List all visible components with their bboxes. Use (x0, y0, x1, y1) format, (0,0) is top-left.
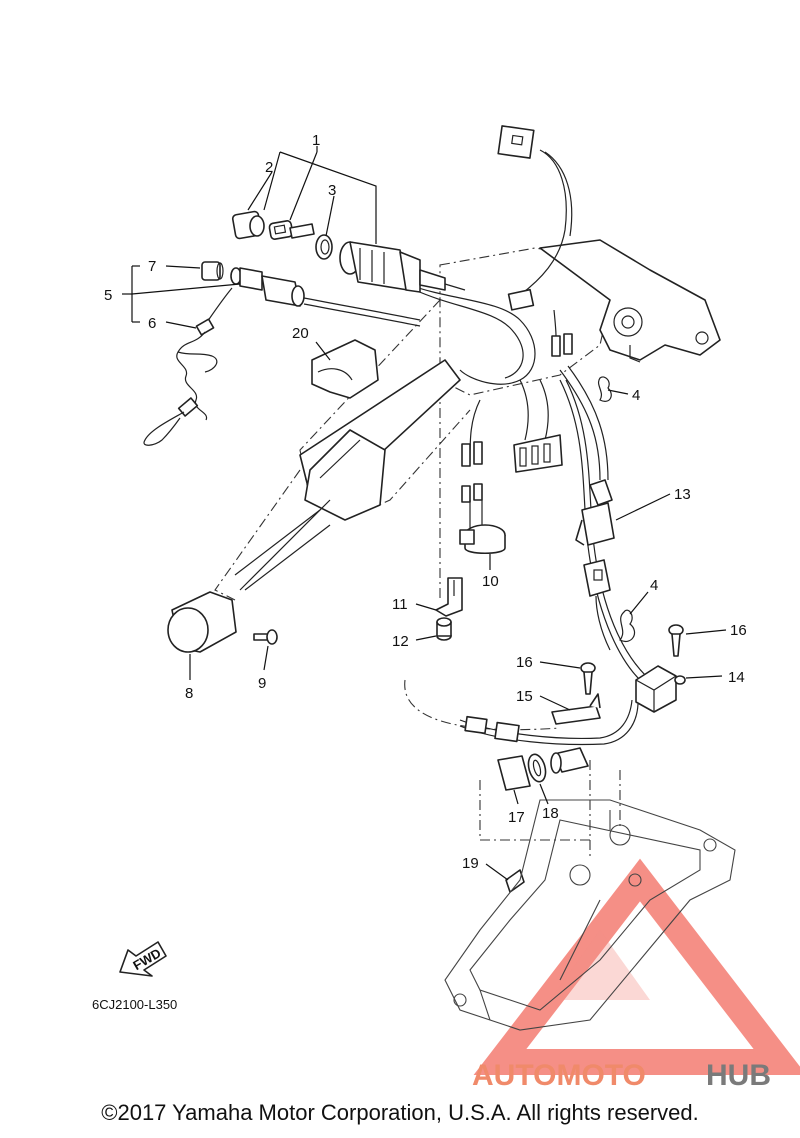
callout-10: 10 (482, 573, 499, 590)
part-4-clip-lower (619, 609, 635, 642)
callout-8: 8 (185, 685, 193, 702)
part-18-grommet (527, 753, 547, 783)
leader-lines (122, 146, 727, 881)
callout-5: 5 (104, 287, 112, 304)
part-7-cap (201, 261, 224, 281)
callout-6: 6 (148, 315, 156, 332)
part-17-grommet (497, 755, 531, 791)
callout-1: 1 (312, 132, 320, 149)
part-15-clamp (551, 693, 601, 725)
callout-9: 9 (258, 675, 266, 692)
part-4-clip-upper (597, 376, 612, 402)
callout-4-upper: 4 (632, 387, 640, 404)
part-19-tag (505, 869, 525, 893)
callout-18: 18 (542, 805, 559, 822)
tiller-outline (214, 247, 621, 860)
grommet-assembly (550, 747, 589, 774)
callout-labels: 1 2 3 4 4 5 6 7 8 9 10 11 12 13 14 15 16… (104, 132, 747, 872)
part-2-grommet (231, 210, 265, 240)
part-9-screw (253, 629, 278, 645)
part-16-screw-upper (668, 624, 684, 657)
part-16-screw-lower (580, 662, 596, 695)
part-6-lanyard (143, 287, 233, 446)
callout-13: 13 (674, 486, 691, 503)
main-harness-connector (497, 125, 535, 159)
harness-connector-lower (583, 559, 611, 651)
callout-11: 11 (392, 596, 408, 613)
callout-14: 14 (728, 669, 745, 686)
callout-19: 19 (462, 855, 479, 872)
part-3-washer (315, 234, 333, 260)
bottom-cowling (444, 799, 736, 1031)
callout-20: 20 (292, 325, 309, 342)
harness-connectors-bottom (464, 715, 520, 743)
part-11-bracket (435, 577, 463, 617)
part-13-connector (575, 479, 615, 546)
wire-harness (239, 149, 647, 746)
watermark-wordmark: AUTOMOTO HUB (472, 1059, 771, 1092)
part-5-engine-stop-switch (230, 267, 421, 327)
callout-15: 15 (516, 688, 533, 705)
harness-connectors-left (461, 441, 483, 503)
callout-4-lower: 4 (650, 577, 658, 594)
fwd-arrow: FWD (119, 941, 167, 977)
callout-3: 3 (328, 182, 336, 199)
harness-pin-connectors (551, 309, 573, 357)
copyright-notice: ©2017 Yamaha Motor Corporation, U.S.A. A… (101, 1100, 699, 1125)
watermark-text-secondary: HUB (706, 1059, 771, 1092)
tiller-bracket (539, 239, 721, 363)
watermark-logo-triangle (473, 858, 800, 1075)
tiller-arm (234, 359, 461, 591)
callout-16-upper: 16 (730, 622, 747, 639)
part-12-screw (436, 617, 452, 641)
part-10-relay (459, 500, 506, 555)
callout-12: 12 (392, 633, 409, 650)
part-20-cover (311, 339, 379, 399)
part-1-key (268, 220, 315, 240)
callout-16-lower: 16 (516, 654, 533, 671)
part-14-module (635, 665, 686, 713)
harness-connector-block (513, 434, 563, 473)
callout-7: 7 (148, 258, 156, 275)
drawing-code: 6CJ2100-L350 (92, 997, 177, 1012)
part-8-knob (167, 591, 237, 653)
watermark-text-primary: AUTOMOTO (472, 1059, 646, 1092)
callout-17: 17 (508, 809, 525, 826)
callout-2: 2 (265, 159, 273, 176)
main-switch (339, 241, 466, 293)
harness-small-connector (507, 288, 535, 311)
